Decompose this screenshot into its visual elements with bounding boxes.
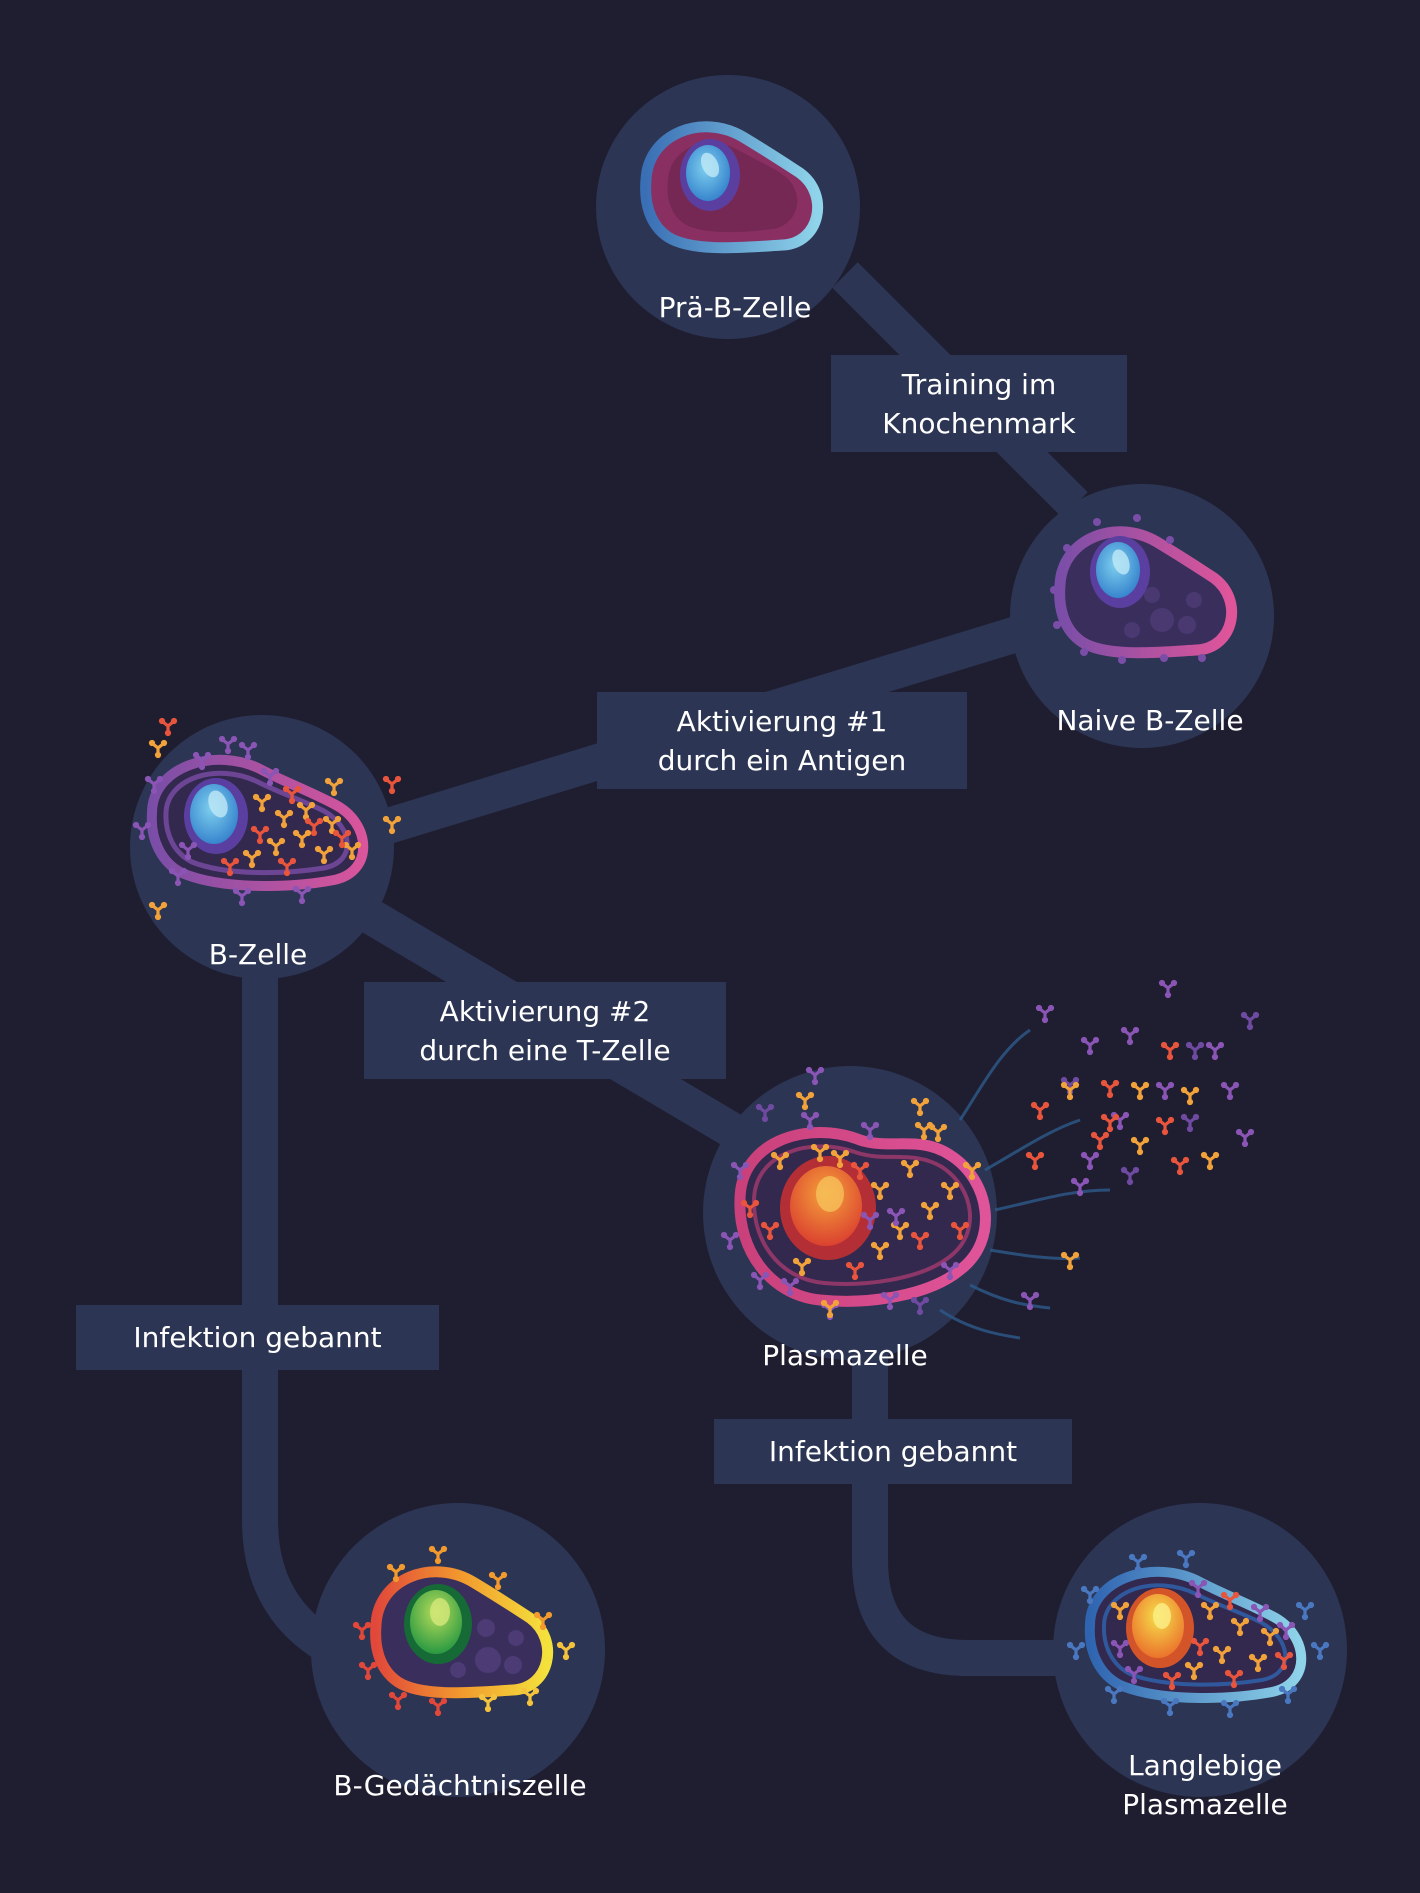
label-plasma-cell: Plasmazelle [762, 1339, 928, 1372]
long-lived-plasma-cell-icon [1065, 1548, 1331, 1720]
label-long-lived-line1: Langlebige [1128, 1749, 1282, 1782]
step-infection-right-label: Infektion gebannt [768, 1435, 1018, 1468]
pre-b-cell-icon [640, 121, 824, 254]
step-activation-2-line1: Aktivierung #2 [439, 994, 651, 1028]
step-training-line1: Training im [901, 367, 1057, 401]
memory-b-cell-icon [351, 1544, 577, 1718]
label-memory-b-cell: B-Gedächtniszelle [333, 1769, 587, 1802]
label-long-lived-line2: Plasmazelle [1122, 1788, 1288, 1821]
step-training-line2: Knochenmark [882, 406, 1076, 440]
node-circles [130, 75, 1347, 1797]
plasma-cell-icon [719, 1028, 1111, 1340]
label-b-cell: B-Zelle [208, 938, 308, 971]
label-long-lived-plasma-cell: Langlebige Plasmazelle [1122, 1746, 1288, 1824]
antibody-spray [1019, 978, 1261, 1312]
connector-plasma-to-longlived [852, 1350, 1068, 1676]
step-infection-left-label: Infektion gebannt [133, 1321, 382, 1354]
step-activation-1-line1: Aktivierung #1 [676, 704, 888, 738]
step-training: Training im Knochenmark [831, 355, 1127, 452]
label-naive-b-cell: Naive B-Zelle [1056, 704, 1244, 737]
label-pre-b-cell: Prä-B-Zelle [658, 291, 812, 324]
naive-b-cell-icon [1050, 514, 1238, 664]
step-activation-2: Aktivierung #2 durch eine T-Zelle [364, 982, 726, 1079]
step-infection-left: Infektion gebannt [76, 1305, 439, 1370]
step-activation-2-line2: durch eine T-Zelle [419, 1033, 671, 1067]
b-cell-icon [131, 716, 403, 922]
step-activation-1: Aktivierung #1 durch ein Antigen [597, 692, 967, 789]
step-activation-1-line2: durch ein Antigen [657, 743, 907, 777]
step-infection-right: Infektion gebannt [714, 1419, 1072, 1484]
